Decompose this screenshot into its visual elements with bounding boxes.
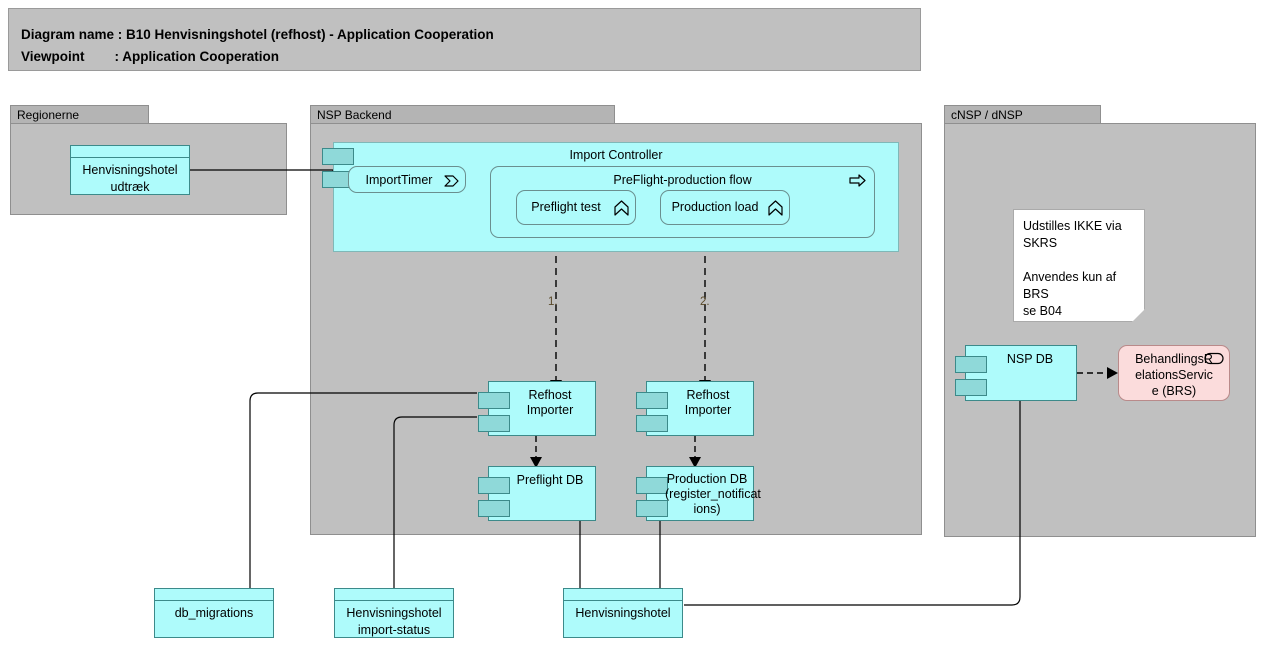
group-cnsp-dnsp-label: cNSP / dNSP xyxy=(951,108,1023,122)
diagram-title-block: Diagram name : B10 Henvisningshotel (ref… xyxy=(8,8,921,71)
application-function-production-load[interactable]: Production load xyxy=(660,190,790,225)
production-db-label: Production DB (register_notificat ions) xyxy=(665,472,761,516)
application-process-preflight-production-flow[interactable]: PreFlight-production flow xyxy=(490,166,875,238)
preflight-db-port-1 xyxy=(478,477,510,494)
preflight-db-label: Preflight DB xyxy=(516,473,584,487)
application-component-preflight-db[interactable]: Preflight DB xyxy=(478,466,596,521)
refhost-importer-1-label: Refhost Importer xyxy=(526,388,574,417)
import-status-label: Henvisningshotel import-status xyxy=(346,606,442,637)
application-component-nsp-db[interactable]: NSP DB xyxy=(955,345,1077,401)
note-text: Udstilles IKKE via SKRS Anvendes kun af … xyxy=(1023,219,1122,318)
group-nsp-backend-label: NSP Backend xyxy=(317,108,392,122)
flow-label-2: 2. xyxy=(700,296,710,308)
data-object-db-migrations[interactable]: db_migrations xyxy=(154,588,274,638)
viewpoint-line: Viewpoint : Application Cooperation xyxy=(21,49,280,64)
function-icon xyxy=(768,200,783,216)
import-timer-label: ImportTimer xyxy=(365,173,433,187)
production-db-port-1 xyxy=(636,477,668,494)
group-cnsp-dnsp-tab: cNSP / dNSP xyxy=(944,105,1101,124)
data-object-henvisningshotel[interactable]: Henvisningshotel xyxy=(563,588,683,638)
flow-label-1: 1. xyxy=(548,296,558,308)
production-db-port-2 xyxy=(636,500,668,517)
data-object-label: Henvisningshotel udtræk xyxy=(82,163,178,194)
application-component-production-db[interactable]: Production DB (register_notificat ions) xyxy=(636,466,761,521)
data-object-header-bar xyxy=(335,589,453,601)
service-oval-icon xyxy=(1204,352,1224,365)
db-migrations-label: db_migrations xyxy=(174,606,254,620)
application-component-refhost-importer-1[interactable]: Refhost Importer xyxy=(478,381,596,436)
application-service-brs[interactable]: BehandlingsR elationsServic e (BRS) xyxy=(1118,345,1230,401)
nsp-db-port-2 xyxy=(955,379,987,396)
data-object-henvisningshotel-udtraek[interactable]: Henvisningshotel udtræk xyxy=(70,145,190,195)
preflight-flow-label: PreFlight-production flow xyxy=(613,173,752,187)
nsp-db-port-1 xyxy=(955,356,987,373)
application-function-preflight-test[interactable]: Preflight test xyxy=(516,190,636,225)
import-controller-label: Import Controller xyxy=(569,148,663,162)
import-controller-port-1 xyxy=(322,148,354,165)
henvisningshotel-label: Henvisningshotel xyxy=(575,606,671,620)
event-icon xyxy=(444,175,459,187)
preflight-test-label: Preflight test xyxy=(531,200,601,214)
refhost-1-port-1 xyxy=(478,392,510,409)
data-object-import-status[interactable]: Henvisningshotel import-status xyxy=(334,588,454,638)
refhost-importer-2-label: Refhost Importer xyxy=(684,388,732,417)
application-component-refhost-importer-2[interactable]: Refhost Importer xyxy=(636,381,754,436)
process-arrow-icon xyxy=(849,174,866,187)
production-load-label: Production load xyxy=(671,200,759,214)
data-object-header-bar xyxy=(564,589,682,601)
data-object-header-bar xyxy=(71,146,189,158)
application-event-import-timer[interactable]: ImportTimer xyxy=(348,166,466,193)
note-udstilles-ikke-via-skrs: Udstilles IKKE via SKRS Anvendes kun af … xyxy=(1013,209,1145,322)
refhost-2-port-1 xyxy=(636,392,668,409)
group-cnsp-dnsp-body xyxy=(944,123,1256,537)
group-regionerne-label: Regionerne xyxy=(17,108,80,122)
refhost-2-port-2 xyxy=(636,415,668,432)
function-icon xyxy=(614,200,629,216)
preflight-db-port-2 xyxy=(478,500,510,517)
refhost-1-port-2 xyxy=(478,415,510,432)
group-regionerne-tab: Regionerne xyxy=(10,105,149,124)
diagram-name-line: Diagram name : B10 Henvisningshotel (ref… xyxy=(21,27,494,42)
group-nsp-backend-tab: NSP Backend xyxy=(310,105,615,124)
nsp-db-label: NSP DB xyxy=(1006,352,1054,366)
brs-label: BehandlingsR elationsServic e (BRS) xyxy=(1135,352,1213,398)
data-object-header-bar xyxy=(155,589,273,601)
